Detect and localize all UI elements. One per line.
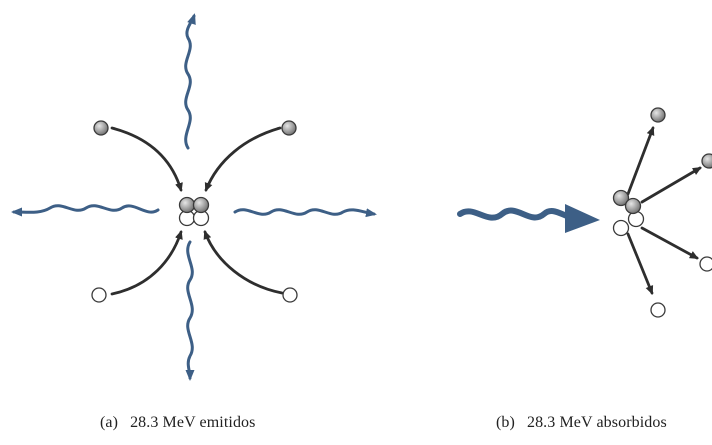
proton-icon [624,197,642,215]
photon-incoming-icon [457,207,575,221]
photon-right-icon [233,208,377,218]
proton-icon [192,196,210,214]
neutron-icon [612,219,630,237]
photon-left-icon [11,204,160,217]
neutron-icon [699,256,712,272]
nucleus-b [612,189,645,237]
outgoing-arrow-down [626,232,654,295]
free-nucleons-b [650,107,712,318]
photon-wave-absorbed [457,204,600,233]
free-nucleons-a [91,120,298,303]
proton-icon [701,153,712,169]
caption-letter: (a) [100,414,119,431]
caption-panel-b: (b) 28.3 MeV absorbidos [496,414,667,432]
proton-icon [281,120,297,136]
neutron-icon [282,287,298,303]
proton-icon [612,189,630,207]
outgoing-arrow-up [626,126,655,196]
photon-down-icon [185,240,195,381]
caption-text: 28.3 MeV emitidos [130,414,256,431]
outgoing-arrow-lower-right [640,226,699,260]
caption-text: 28.3 MeV absorbidos [526,414,667,431]
incoming-arrow-bottom-left [110,230,183,296]
neutron-icon [91,287,107,303]
proton-icon [93,120,109,136]
photon-waves-emitted [11,13,377,381]
caption-panel-a: (a) 28.3 MeV emitidos [100,414,255,432]
nucleon-paths-outgoing [626,126,702,295]
neutron-icon [650,302,666,318]
nucleus-a [178,196,210,227]
proton-icon [178,196,196,214]
panel-b [457,107,712,318]
outgoing-arrow-upper-right [640,166,702,204]
panel-a [11,13,377,381]
nucleon-paths-incoming [110,126,284,296]
photon-incoming-arrowhead [565,204,600,233]
incoming-arrow-top-left [110,126,183,192]
photon-up-icon [184,13,196,150]
incoming-arrow-bottom-right [203,230,284,295]
caption-letter: (b) [496,414,515,431]
incoming-arrow-top-right [204,126,282,192]
proton-icon [650,107,666,123]
